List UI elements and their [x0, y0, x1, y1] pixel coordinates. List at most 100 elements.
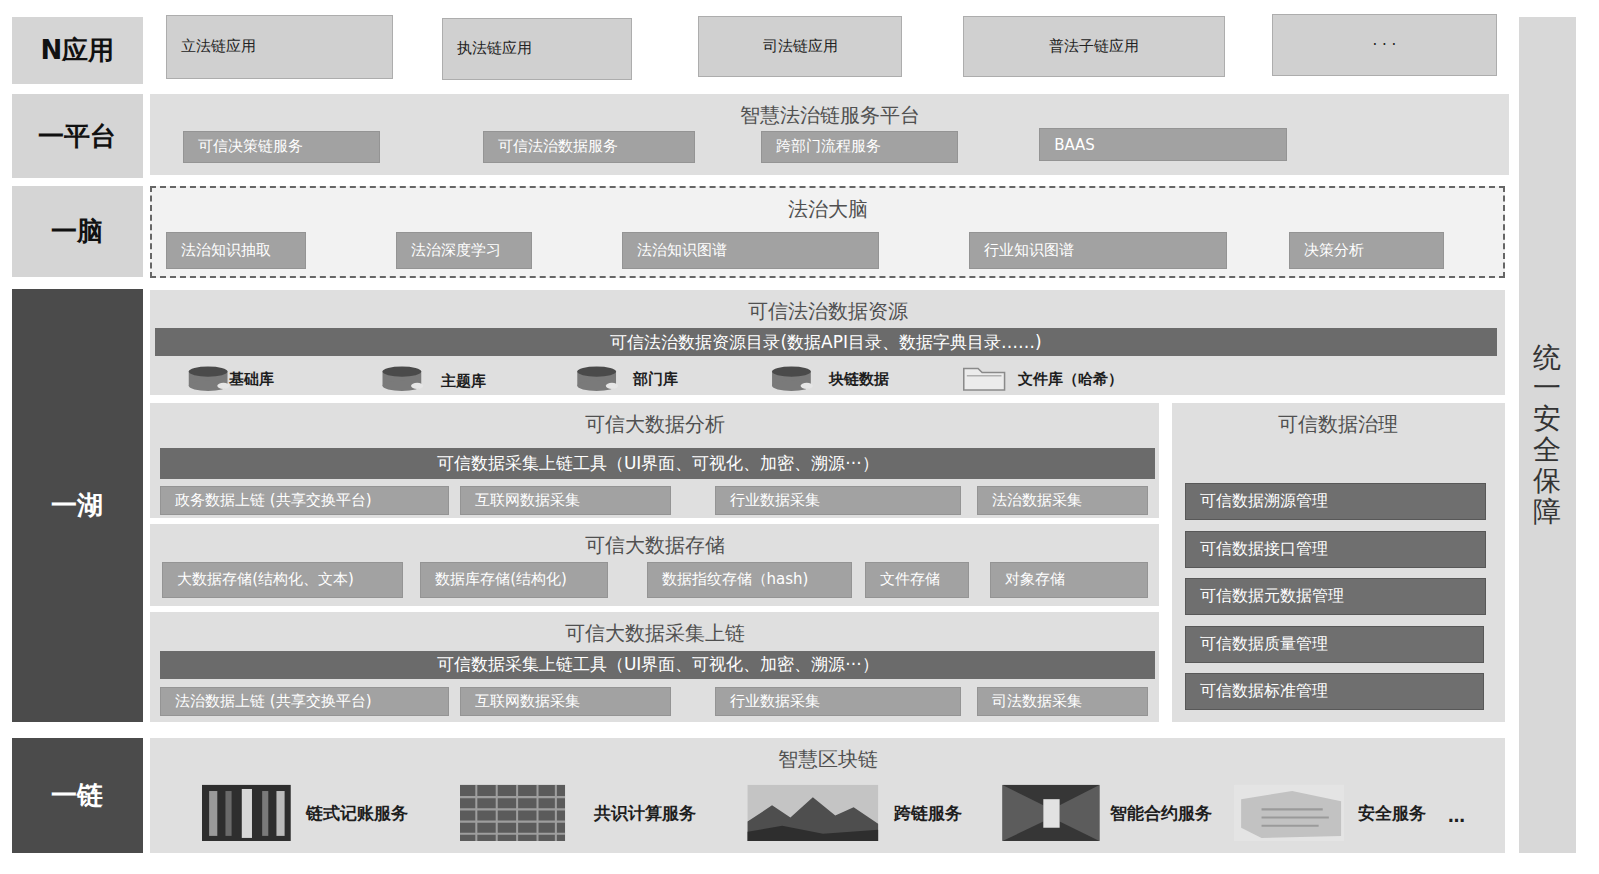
governance-box: 可信数据标准管理	[1185, 673, 1484, 710]
picture-detail	[747, 797, 878, 841]
service-box: 可信决策链服务	[183, 131, 381, 164]
layer-label-text: 一脑	[51, 214, 103, 249]
picture-detail	[262, 791, 268, 836]
service-box: 行业数据采集	[715, 486, 961, 515]
layer-label-dark-text: 一链	[51, 778, 103, 813]
library-label: 主题库	[441, 372, 486, 390]
service-box: BAAS	[1039, 128, 1287, 161]
database-icon	[577, 366, 618, 390]
service-box: 互联网数据采集	[460, 486, 671, 515]
application-box: 普法子链应用	[963, 16, 1225, 77]
service-box: 数据指纹存储（hash)	[647, 562, 852, 598]
governance-box-text: 可信数据质量管理	[1200, 634, 1328, 655]
picture-detail	[242, 789, 252, 838]
service-label: 安全服务	[1358, 802, 1426, 822]
service-label: 链式记账服务	[306, 802, 408, 822]
library-label: 部门库	[633, 370, 678, 388]
layer-panel-text: 可信大数据分析	[150, 412, 1160, 436]
layer-label: 一脑	[12, 186, 143, 278]
application-box-text: 立法链应用	[181, 37, 256, 56]
picture-detail	[276, 791, 284, 836]
cylinder-dot	[801, 382, 813, 388]
tool-bar-text: 可信数据采集上链工具（UI界面、可视化、加密、溯源···）	[437, 653, 879, 676]
application-box-text: · · ·	[1372, 36, 1396, 54]
corridor-picture	[1002, 785, 1099, 841]
cylinder-top	[577, 366, 616, 376]
library-label: 基础库	[229, 370, 274, 388]
library-label: 块链数据	[829, 370, 889, 388]
service-box: 法治知识抽取	[166, 232, 306, 269]
application-box: 司法链应用	[698, 16, 903, 77]
layer-panel-text: 智慧区块链	[150, 747, 1505, 771]
service-box-text: 行业数据采集	[730, 692, 820, 711]
service-box-text: 决策分析	[1304, 241, 1364, 260]
layer-panel: 智慧法治链服务平台可信决策链服务可信法治数据服务跨部门流程服务BAAS	[150, 94, 1509, 176]
label-holder: 基础库	[229, 369, 274, 389]
layer-label-dark: 一湖	[12, 289, 143, 722]
service-box-text: 行业数据采集	[730, 491, 820, 510]
label-holder: 共识计算服务	[594, 801, 696, 824]
layer-panel-text: 智慧法治链服务平台	[150, 103, 1509, 127]
label-holder: 智能合约服务	[1110, 801, 1212, 824]
database-icon	[382, 366, 423, 390]
picture-ground	[1002, 785, 1099, 841]
label-holder: 部门库	[633, 369, 678, 389]
layer-label-text: N应用	[41, 33, 115, 68]
landscape-picture	[747, 785, 878, 841]
label-holder: 链式记账服务	[306, 801, 408, 824]
governance-box: 可信数据接口管理	[1185, 531, 1486, 568]
picture-ground	[1234, 785, 1344, 841]
service-box: 政务数据上链 (共享交换平台)	[160, 486, 449, 515]
picture-detail	[1261, 810, 1328, 826]
picture-detail	[1060, 785, 1100, 841]
application-box-text: 普法子链应用	[1049, 37, 1139, 56]
service-box-text: 互联网数据采集	[475, 491, 580, 510]
label-holder: 跨链服务	[894, 801, 962, 824]
service-box-text: 法治知识图谱	[637, 241, 727, 260]
cylinder-dot	[217, 382, 229, 388]
picture-detail	[225, 791, 231, 836]
service-box-text: 数据指纹存储（hash)	[662, 570, 809, 589]
cylinder-dot	[411, 382, 423, 388]
governance-box-text: 可信数据元数据管理	[1200, 586, 1344, 607]
layer-panel: 可信大数据分析可信数据采集上链工具（UI界面、可视化、加密、溯源···）政务数据…	[150, 403, 1160, 518]
layer-label-dark: 一链	[12, 738, 143, 852]
layer-panel-text: 可信大数据采集上链	[150, 621, 1160, 645]
service-label: 智能合约服务	[1110, 802, 1212, 822]
service-box: 数据库存储(结构化)	[420, 562, 608, 598]
service-box: 文件存储	[865, 562, 969, 598]
computing-picture	[460, 785, 565, 841]
layer-label: 一平台	[12, 94, 143, 179]
database-icon	[772, 366, 813, 390]
layer-panel: 可信大数据存储大数据存储(结构化、文本) 数据库存储(结构化) 数据指纹存储（has…	[150, 524, 1160, 606]
label-holder: 主题库	[441, 371, 486, 391]
service-box: 决策分析	[1289, 232, 1444, 269]
service-box-text: 可信决策链服务	[198, 137, 303, 156]
service-label: …	[1448, 806, 1465, 826]
label-holder: 安全服务	[1358, 801, 1426, 824]
dashed-panel-text: 法治大脑	[152, 197, 1503, 221]
service-box-text: 大数据存储(结构化、文本)	[177, 570, 354, 589]
service-box-text: 法治数据采集	[992, 491, 1082, 510]
service-box-text: 法治数据上链 (共享交换平台)	[175, 692, 371, 711]
service-box-text: 文件存储	[880, 570, 940, 589]
layer-label-dark-text: 一湖	[51, 488, 103, 523]
database-icon	[189, 366, 230, 390]
layer-panel: 可信数据治理可信数据溯源管理可信数据接口管理可信数据元数据管理可信数据质量管理可…	[1172, 403, 1505, 722]
layer-panel-text: 可信大数据存储	[150, 533, 1160, 557]
service-box: 对象存储	[990, 562, 1148, 598]
service-box-text: 可信法治数据服务	[498, 137, 618, 156]
cylinder-top	[189, 366, 228, 376]
governance-box: 可信数据质量管理	[1185, 626, 1484, 663]
tool-bar-text: 可信法治数据资源目录(数据API目录、数据字典目录……)	[610, 331, 1041, 354]
governance-box-text: 可信数据溯源管理	[1200, 491, 1328, 512]
security-picture	[1234, 785, 1344, 841]
layer-panel-text: 可信数据治理	[1172, 412, 1505, 436]
service-box-text: 对象存储	[1005, 570, 1065, 589]
application-box: 执法链应用	[442, 18, 633, 79]
service-box-text: BAAS	[1054, 136, 1095, 154]
service-box-text: 行业知识图谱	[984, 241, 1074, 260]
application-box: 立法链应用	[166, 15, 392, 78]
service-box: 法治数据采集	[977, 486, 1148, 515]
